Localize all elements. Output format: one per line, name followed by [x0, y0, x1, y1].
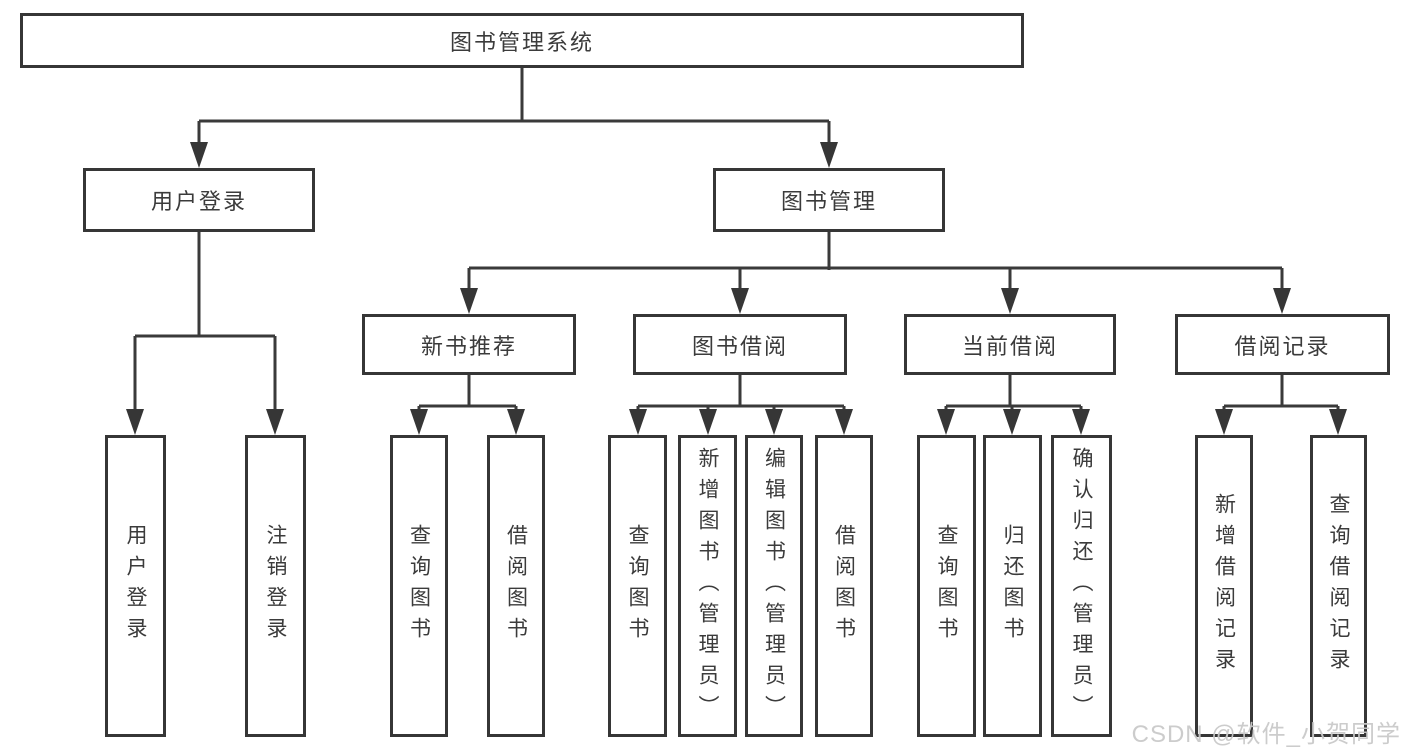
leaf-borrowing-add-book-admin: 新增图书（管理员）: [678, 435, 737, 737]
leaf-user-login: 用户登录: [105, 435, 166, 737]
leaf-borrowing-borrow-book: 借阅图书: [815, 435, 873, 737]
arrow-down-icon: [1003, 409, 1021, 435]
arrow-down-icon: [460, 288, 478, 314]
arrow-down-icon: [126, 409, 144, 435]
node-user-login: 用户登录: [83, 168, 315, 232]
arrow-down-icon: [699, 409, 717, 435]
node-label: 查询图书: [626, 524, 649, 648]
node-label: 查询图书: [407, 524, 431, 648]
csdn-watermark: CSDN @软件_小贺同学: [1131, 721, 1401, 747]
leaf-records-add-record: 新增借阅记录: [1195, 435, 1253, 737]
node-label: 确认归还（管理员）: [1070, 446, 1093, 726]
node-borrowing-records: 借阅记录: [1175, 314, 1390, 375]
arrow-down-icon: [1329, 409, 1347, 435]
arrow-down-icon: [507, 409, 525, 435]
leaf-current-return-book: 归还图书: [983, 435, 1042, 737]
arrow-down-icon: [1273, 288, 1291, 314]
arrow-down-icon: [1215, 409, 1233, 435]
arrow-down-icon: [1001, 288, 1019, 314]
node-label: 图书管理系统: [449, 29, 594, 55]
node-label: 注销登录: [264, 524, 287, 648]
leaf-current-confirm-return-admin: 确认归还（管理员）: [1051, 435, 1112, 737]
node-label: 编辑图书（管理员）: [762, 446, 786, 726]
node-label: 新书推荐: [420, 333, 517, 359]
arrow-down-icon: [266, 409, 284, 435]
node-label: 借阅图书: [504, 524, 528, 648]
leaf-current-query-book: 查询图书: [917, 435, 976, 737]
node-label: 当前借阅: [961, 333, 1058, 359]
arrow-down-icon: [835, 409, 853, 435]
node-label: 图书管理: [780, 189, 877, 214]
arrow-down-icon: [410, 409, 428, 435]
node-label: 查询借阅记录: [1327, 493, 1350, 679]
arrow-down-icon: [820, 142, 838, 168]
node-label: 图书借阅: [691, 333, 788, 359]
node-root-system: 图书管理系统: [20, 13, 1024, 68]
node-current-borrowing: 当前借阅: [904, 314, 1116, 375]
arrow-down-icon: [937, 409, 955, 435]
leaf-borrowing-edit-book-admin: 编辑图书（管理员）: [745, 435, 803, 737]
leaf-logout: 注销登录: [245, 435, 306, 737]
arrow-down-icon: [190, 142, 208, 168]
arrow-down-icon: [1072, 409, 1090, 435]
arrow-down-icon: [765, 409, 783, 435]
node-label: 用户登录: [150, 189, 247, 214]
node-book-management: 图书管理: [713, 168, 945, 232]
arrow-down-icon: [731, 288, 749, 314]
leaf-records-query-record: 查询借阅记录: [1310, 435, 1367, 737]
leaf-borrowing-query-book: 查询图书: [608, 435, 667, 737]
node-label: 借阅图书: [832, 524, 856, 648]
node-label: 用户登录: [124, 524, 147, 648]
node-label: 新增图书（管理员）: [696, 446, 719, 726]
node-label: 归还图书: [1001, 524, 1024, 648]
leaf-recommend-query-book: 查询图书: [390, 435, 448, 737]
node-label: 查询图书: [935, 524, 958, 648]
node-label: 新增借阅记录: [1212, 493, 1236, 679]
node-label: 借阅记录: [1234, 333, 1331, 359]
node-new-book-recommend: 新书推荐: [362, 314, 576, 375]
arrow-down-icon: [629, 409, 647, 435]
node-book-borrowing: 图书借阅: [633, 314, 847, 375]
leaf-recommend-borrow-book: 借阅图书: [487, 435, 545, 737]
